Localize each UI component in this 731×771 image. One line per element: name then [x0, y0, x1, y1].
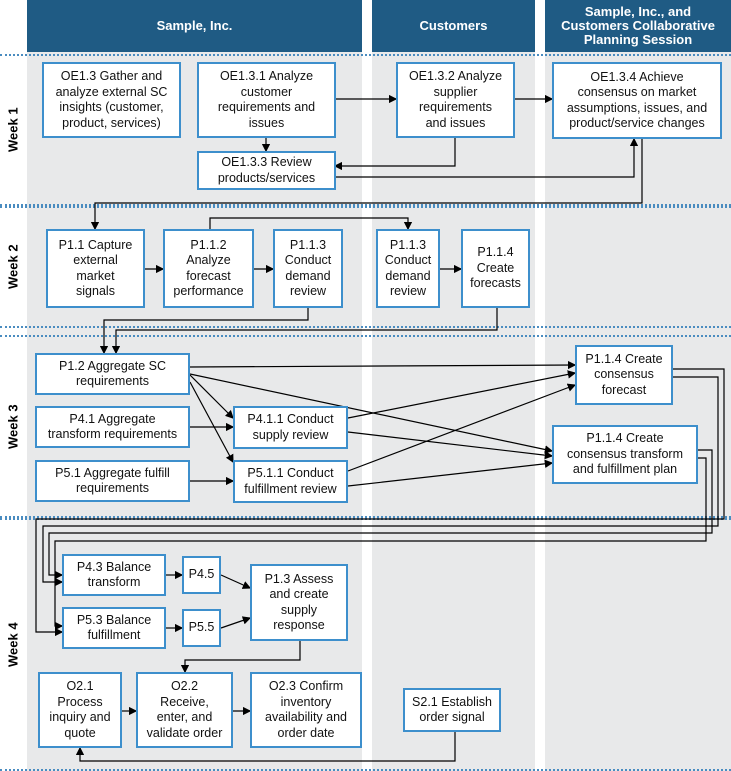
node-oe1-3[interactable]: OE1.3 Gather and analyze external SC ins…	[42, 62, 181, 138]
node-p1-2[interactable]: P1.2 Aggregate SC requirements	[35, 353, 190, 395]
edge-p1_3-o2_2	[180, 640, 301, 674]
edge-p5_1_1-p1_1_4b	[347, 383, 577, 472]
lane-header-customers: Customers	[372, 0, 535, 52]
node-p5-3[interactable]: P5.3 Balance fulfillment	[62, 607, 166, 649]
node-o2-2[interactable]: O2.2 Receive, enter, and validate order	[136, 672, 233, 748]
node-p1-1-3-b[interactable]: P1.1.3 Conduct demand review	[376, 229, 440, 308]
node-oe1-3-3[interactable]: OE1.3.3 Review products/services	[197, 151, 336, 190]
node-s2-1[interactable]: S2.1 Establish order signal	[403, 688, 501, 732]
node-oe1-3-4[interactable]: OE1.3.4 Achieve consensus on market assu…	[552, 62, 722, 139]
edge-p1_2-p1_1_4b	[189, 360, 577, 370]
node-p5-5[interactable]: P5.5	[182, 609, 221, 647]
node-p4-1-1[interactable]: P4.1.1 Conduct supply review	[233, 406, 348, 449]
node-p5-1[interactable]: P5.1 Aggregate fulfill requirements	[35, 460, 190, 502]
node-p1-1-4-b[interactable]: P1.1.4 Create consensus forecast	[575, 345, 673, 405]
node-p4-3[interactable]: P4.3 Balance transform	[62, 554, 166, 596]
node-p4-1[interactable]: P4.1 Aggregate transform requirements	[35, 406, 190, 448]
edge-p4_5-p1_3	[220, 574, 252, 589]
edge-p5_1_1-p1_1_4c	[347, 459, 554, 487]
node-p1-3[interactable]: P1.3 Assess and create supply response	[250, 564, 348, 641]
week-band-1	[0, 54, 731, 206]
edge-p1_1_3a-p1_2	[99, 308, 309, 355]
week-band-2	[0, 206, 731, 328]
edge-p1_2-p4_1_1	[189, 374, 234, 419]
edge-p1_1_4a-p1_2	[111, 308, 498, 355]
edge-p1_1_4b-p4_3a	[35, 368, 725, 637]
edge-oe1_3_2-oe1_3_3	[333, 138, 456, 171]
node-oe1-3-2[interactable]: OE1.3.2 Analyze supplier requirements an…	[396, 62, 515, 138]
edge-p1_2-p5_1_1	[189, 381, 234, 464]
node-p5-1-1[interactable]: P5.1.1 Conduct fulfillment review	[233, 460, 348, 503]
node-p1-1-4-c[interactable]: P1.1.4 Create consensus transform and fu…	[552, 425, 698, 484]
node-oe1-3-1[interactable]: OE1.3.1 Analyze customer requirements an…	[197, 62, 336, 138]
lane-bg-customers	[372, 52, 535, 771]
edge-oe1_3_3-oe1_3_4	[335, 137, 639, 178]
edge-p4_1_1-p1_1_4b	[347, 370, 577, 419]
lane-bg-collab	[545, 52, 731, 771]
node-p1-1-4-a[interactable]: P1.1.4 Create forecasts	[461, 229, 530, 308]
lane-header-collab: Sample, Inc., and Customers Collaborativ…	[545, 0, 731, 52]
node-p4-5[interactable]: P4.5	[182, 556, 221, 594]
node-p1-1-2[interactable]: P1.1.2 Analyze forecast performance	[163, 229, 254, 308]
edge-p1_1_4c-p5_3a	[48, 449, 713, 580]
week-band-3	[0, 335, 731, 518]
lane-header-sample: Sample, Inc.	[27, 0, 362, 52]
edge-s2_1-o2_1	[75, 732, 456, 762]
node-p1-1-3-a[interactable]: P1.1.3 Conduct demand review	[273, 229, 343, 308]
node-p1-1[interactable]: P1.1 Capture external market signals	[46, 229, 145, 308]
edge-p1_1_2-p1_1_3b	[209, 217, 413, 231]
edge-p1_1_4b-p4_3b	[42, 376, 719, 587]
edge-p5_5-p1_3	[220, 616, 252, 629]
node-o2-3[interactable]: O2.3 Confirm inventory availability and …	[250, 672, 362, 748]
edge-p1_1_4c-p5_3b	[54, 457, 707, 631]
edge-p4_1_1-p1_1_4c	[347, 431, 554, 460]
node-o2-1[interactable]: O2.1 Process inquiry and quote	[38, 672, 122, 748]
edge-oe1_3_4-p1_1	[90, 139, 643, 231]
edge-p1_2-p1_1_4c	[189, 373, 554, 454]
